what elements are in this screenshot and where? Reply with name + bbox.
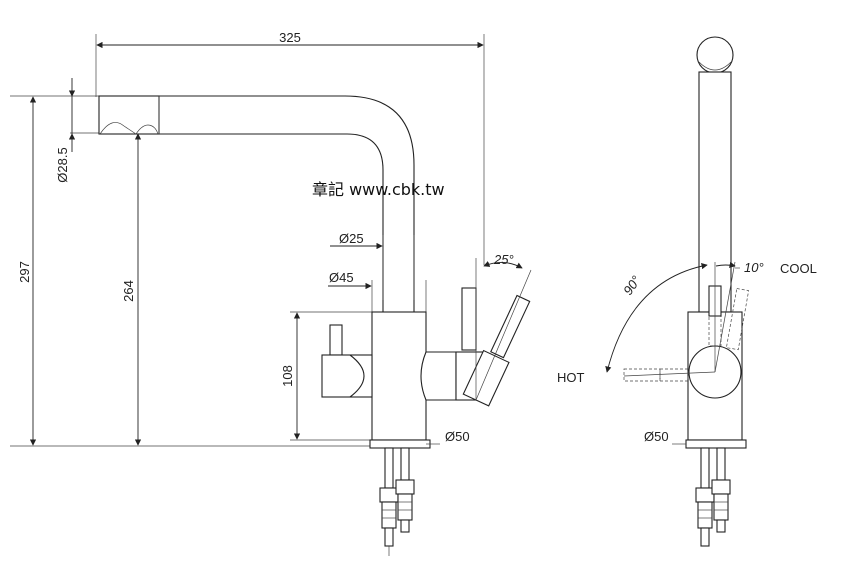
cool-angle-label: 10° — [744, 260, 764, 275]
width-dimension-label: 325 — [279, 30, 301, 45]
total-height-dimension-label: 297 — [17, 261, 32, 283]
body-diameter-label: Ø45 — [329, 270, 354, 285]
side-supply-hoses — [695, 447, 731, 547]
rotation-arc — [605, 262, 708, 373]
spout-diameter-label: Ø28.5 — [55, 147, 70, 182]
hot-label: HOT — [557, 370, 585, 385]
base-diameter-label: Ø50 — [445, 429, 470, 444]
aerator-tip — [98, 95, 160, 135]
lever-angle-label: 25° — [493, 252, 514, 267]
base-plate — [369, 439, 431, 449]
front-view: 325 297 264 Ø28.5 Ø25 Ø45 108 — [10, 30, 532, 556]
supply-hoses — [379, 447, 415, 556]
spout-height-dimension-label: 264 — [121, 280, 136, 302]
left-handle — [321, 324, 373, 398]
watermark-text: 章記 www.cbk.tw — [312, 180, 445, 199]
side-base-plate — [685, 439, 747, 449]
faucet-body — [371, 311, 427, 441]
right-lever — [420, 287, 531, 407]
body-height-dimension-label: 108 — [280, 365, 295, 387]
rotation-angle-label: 90° — [620, 273, 644, 298]
side-view: 90° 10° COOL HOT Ø50 — [557, 36, 817, 547]
neck-diameter-label: Ø25 — [339, 231, 364, 246]
cool-label: COOL — [780, 261, 817, 276]
spout-top — [696, 36, 734, 74]
side-base-diameter-label: Ø50 — [644, 429, 669, 444]
